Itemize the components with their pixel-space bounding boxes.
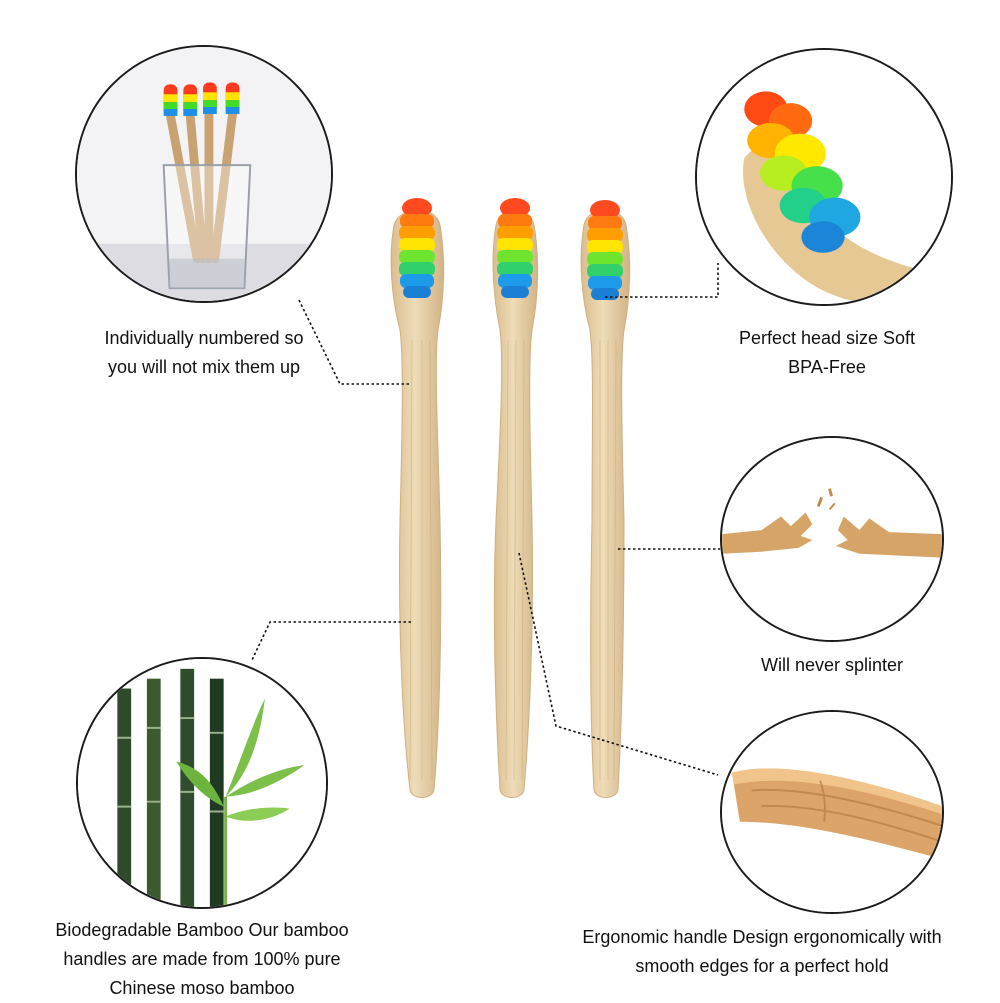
toothbrush-2 <box>492 198 539 798</box>
bristle-head-image <box>695 48 953 306</box>
caption-numbered-line-2: you will not mix them up <box>107 357 301 377</box>
caption-ergonomic: Ergonomic handle Design ergonomically wi… <box>552 923 972 981</box>
caption-bamboo-line-1: Biodegradable Bamboo Our bamboo <box>55 920 349 940</box>
caption-numbered-line-1: Individually numbered so <box>104 328 304 348</box>
caption-splinter: Will never splinter <box>720 651 944 680</box>
caption-bamboo-line-2: handles are made from 100% pure <box>63 949 341 969</box>
ergonomic-handle-image <box>720 710 944 914</box>
rainbow-bristle-head-icon <box>697 50 951 304</box>
caption-numbered: Individually numbered so you will not mi… <box>70 324 338 382</box>
splinter-image <box>720 436 944 642</box>
bamboo-handle-closeup-icon <box>722 712 942 912</box>
toothbrush-1 <box>390 198 445 798</box>
broken-wood-icon <box>722 438 942 640</box>
toothbrush-3 <box>580 200 631 798</box>
toothbrushes-in-glass-image <box>75 45 333 303</box>
caption-bamboo: Biodegradable Bamboo Our bamboo handles … <box>50 916 354 1003</box>
bamboo-image <box>76 657 328 909</box>
toothbrushes-in-glass-icon <box>77 47 331 301</box>
caption-bamboo-line-3: Chinese moso bamboo <box>109 978 295 998</box>
caption-ergonomic-line-1: Ergonomic handle Design ergonomically wi… <box>582 927 942 947</box>
caption-splinter-line-1: Will never splinter <box>760 655 904 675</box>
bamboo-plant-icon <box>78 659 326 907</box>
caption-ergonomic-line-2: smooth edges for a perfect hold <box>635 956 889 976</box>
caption-head-line-2: BPA-Free <box>788 357 866 377</box>
caption-head: Perfect head size Soft BPA-Free <box>712 324 942 382</box>
caption-head-line-1: Perfect head size Soft <box>738 328 916 348</box>
